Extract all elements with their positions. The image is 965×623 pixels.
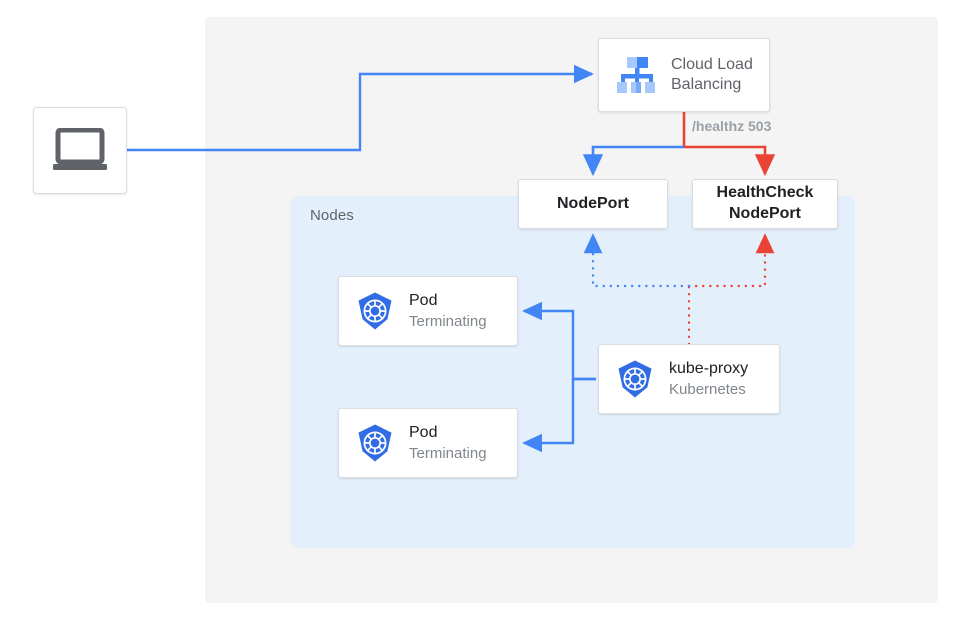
- kube-proxy-subtitle: Kubernetes: [669, 380, 746, 398]
- healthcheck-nodeport-label: HealthCheck NodePort: [717, 183, 814, 225]
- load-balancer-title: Cloud Load: [671, 55, 753, 73]
- kubernetes-icon: [358, 424, 392, 462]
- client-node[interactable]: [33, 107, 127, 194]
- cloud-load-balancing-node[interactable]: Cloud Load Balancing: [598, 38, 770, 112]
- laptop-icon: [53, 127, 107, 170]
- kube-proxy-title: kube-proxy: [669, 360, 749, 378]
- load-balancer-title-line2: Balancing: [671, 76, 742, 93]
- cloud-load-balancing-icon: [617, 57, 655, 93]
- nodeport-node[interactable]: NodePort: [518, 179, 668, 229]
- healthcheck-nodeport-label-line2: NodePort: [728, 205, 801, 222]
- pod-1-title: Pod: [409, 292, 438, 310]
- healthcheck-nodeport-node[interactable]: HealthCheck NodePort: [692, 179, 838, 229]
- pod-2-title: Pod: [409, 424, 438, 442]
- pod-1-status: Terminating: [409, 312, 487, 330]
- kube-proxy-node[interactable]: kube-proxy Kubernetes: [598, 344, 780, 414]
- kubernetes-icon: [618, 360, 652, 398]
- pod-node-2[interactable]: Pod Terminating: [338, 408, 518, 478]
- pod-2-status: Terminating: [409, 444, 487, 462]
- nodeport-label: NodePort: [557, 194, 629, 212]
- kubernetes-icon: [358, 292, 392, 330]
- healthcheck-nodeport-label-line1: HealthCheck: [716, 184, 814, 202]
- nodes-region-label: Nodes: [310, 207, 354, 224]
- pod-node-1[interactable]: Pod Terminating: [338, 276, 518, 346]
- healthz-edge-label: /healthz 503: [692, 118, 772, 134]
